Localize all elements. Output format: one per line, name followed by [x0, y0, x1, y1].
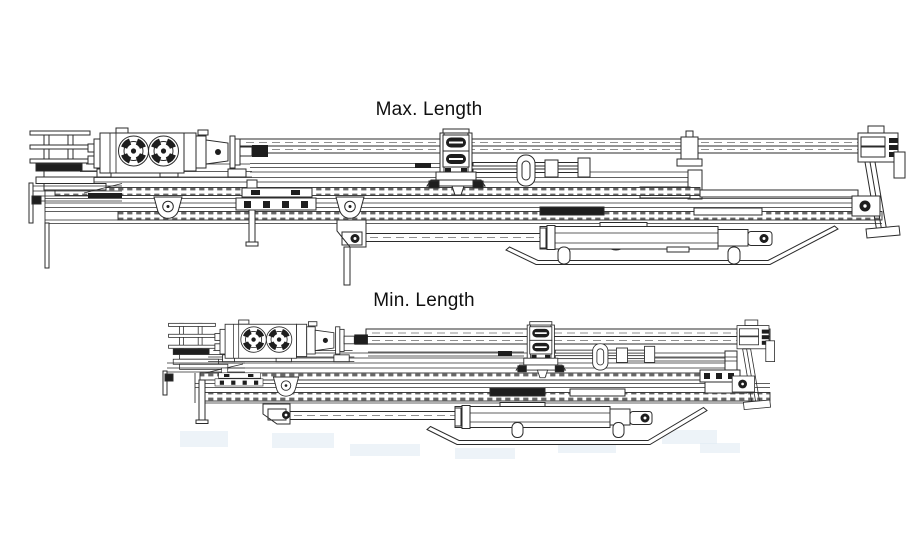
- min-length-view: [162, 320, 775, 459]
- max-extension-cylinder: [336, 219, 773, 286]
- max-hose-line: [250, 163, 441, 168]
- max-skid: [505, 225, 839, 265]
- min-skid: [426, 406, 708, 445]
- max-rod-clamp: [676, 130, 703, 167]
- min-hose-line: [368, 351, 524, 357]
- min-length-label: Min. Length: [373, 290, 475, 311]
- max-beam-clamp: [235, 179, 317, 247]
- max-end-bracket: [851, 125, 906, 239]
- max-drill-rod-rail: [239, 138, 894, 154]
- min-drill-rod-rail: [365, 328, 771, 345]
- min-rock-drill: [208, 320, 368, 362]
- max-rock-drill: [80, 128, 268, 177]
- max-length-label: Max. Length: [375, 99, 483, 120]
- min-extension-cylinder: [262, 402, 653, 438]
- max-upper-guide-rail: [54, 187, 701, 196]
- max-left-base: [28, 182, 123, 269]
- max-length-view: [28, 125, 906, 286]
- min-left-base: [162, 362, 245, 424]
- min-beam-clamp: [214, 367, 264, 387]
